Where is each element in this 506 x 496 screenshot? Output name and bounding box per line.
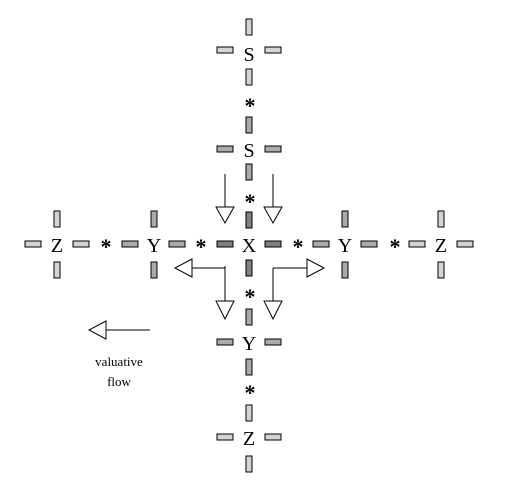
bar-y-bottom-left — [216, 338, 234, 346]
node-s-upper: S — [243, 140, 254, 162]
bar-x-up — [245, 211, 253, 229]
legend-label-line2: flow — [107, 374, 131, 389]
node-z-bottom: Z — [243, 428, 255, 450]
bar-s-top-up — [245, 18, 253, 36]
legend-label-line1: valuative — [95, 354, 143, 369]
down-arrow-left-icon — [215, 206, 235, 225]
bar-s-top-left — [216, 46, 234, 54]
star-y-z-left: * — [101, 234, 112, 259]
node-y-left: Y — [147, 235, 161, 257]
bond-bars — [24, 18, 474, 473]
legend-arrow-icon — [87, 320, 107, 340]
bar-s-upper-up — [245, 116, 253, 134]
bar-s-upper-down — [245, 163, 253, 181]
bar-z-right-left — [408, 240, 426, 248]
right-out-arrow-icon — [306, 258, 326, 278]
down-out-arrow-left-icon — [215, 300, 235, 321]
star-y-z-right: * — [390, 234, 401, 259]
bar-y-left-up — [150, 210, 158, 228]
flow-arrows — [87, 174, 326, 340]
bar-z-bottom-down — [245, 455, 253, 473]
bar-x-right — [264, 240, 282, 248]
node-y-right: Y — [338, 235, 352, 257]
bar-y-left-left — [121, 240, 139, 248]
bar-z-left-up — [53, 210, 61, 228]
star-y-z-bottom: * — [245, 380, 256, 405]
bar-z-bottom-right — [264, 433, 282, 441]
left-out-arrow-shaft — [192, 266, 226, 269]
star-s-x: * — [245, 189, 256, 214]
bar-y-right-right — [360, 240, 378, 248]
star-x-y-bottom: * — [245, 284, 256, 309]
left-out-arrow-icon — [173, 258, 193, 278]
bar-s-upper-left — [216, 145, 234, 153]
bar-x-left — [216, 240, 234, 248]
node-z-left: Z — [51, 235, 63, 257]
bar-s-top-down — [245, 68, 253, 86]
bar-y-right-down — [341, 261, 349, 279]
bar-y-bottom-up — [245, 308, 253, 326]
bar-z-left-left — [24, 240, 42, 248]
bar-y-bottom-right — [264, 338, 282, 346]
down-arrow-right-icon — [263, 206, 283, 225]
bar-y-right-up — [341, 210, 349, 228]
connector-stars: * * * * * * * * — [101, 93, 401, 405]
bar-x-down — [245, 259, 253, 277]
bar-y-left-right — [168, 240, 186, 248]
node-y-bottom: Y — [242, 333, 256, 355]
bar-z-right-down — [437, 261, 445, 279]
node-x-center: X — [242, 235, 257, 257]
star-x-y-left: * — [196, 234, 207, 259]
bar-s-top-right — [264, 46, 282, 54]
bar-y-left-down — [150, 261, 158, 279]
star-x-y-right: * — [293, 234, 304, 259]
node-s-top: S — [243, 44, 254, 66]
bar-z-bottom-up — [245, 404, 253, 422]
bar-y-right-left — [312, 240, 330, 248]
node-z-right: Z — [435, 235, 447, 257]
bar-y-bottom-down — [245, 358, 253, 376]
bar-z-right-right — [456, 240, 474, 248]
star-s-s: * — [245, 93, 256, 118]
bar-z-left-down — [53, 261, 61, 279]
bar-z-right-up — [437, 210, 445, 228]
bar-z-bottom-left — [216, 433, 234, 441]
bar-s-upper-right — [264, 145, 282, 153]
bar-z-left-right — [72, 240, 90, 248]
down-out-arrow-right-icon — [263, 300, 283, 321]
